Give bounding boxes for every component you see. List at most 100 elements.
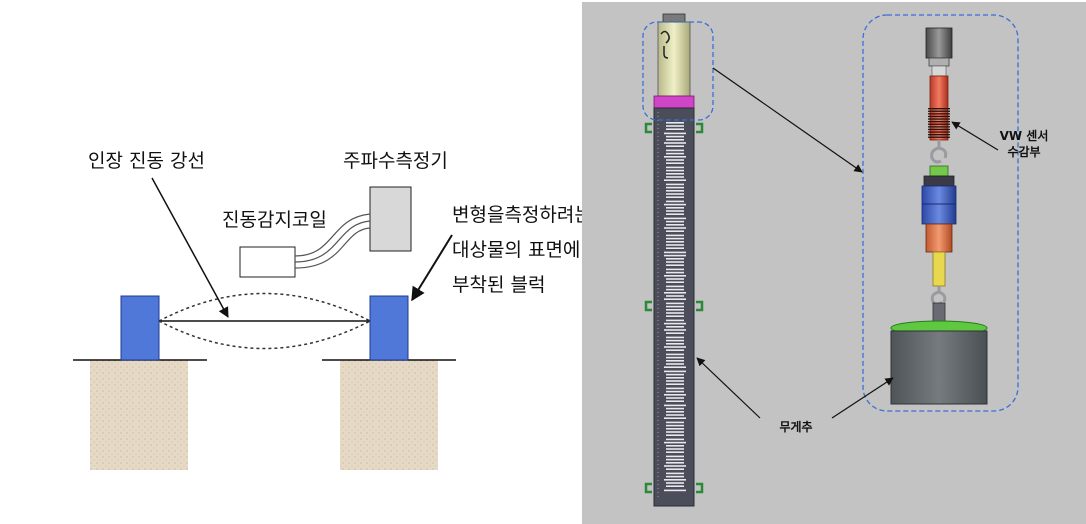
coil-stripe bbox=[664, 203, 686, 206]
coil-stripe bbox=[666, 360, 684, 362]
clip-top-right bbox=[696, 122, 704, 134]
coil-stripe bbox=[666, 278, 684, 280]
coil-stripe bbox=[666, 234, 684, 237]
coil-stripe bbox=[666, 173, 684, 175]
top-hook-icon bbox=[660, 30, 670, 59]
coil-stripe bbox=[666, 210, 684, 212]
coil-stripe bbox=[666, 162, 684, 164]
coil-stripe bbox=[666, 339, 684, 342]
wire-vibration-lower bbox=[158, 320, 371, 350]
coil-stripe bbox=[664, 298, 686, 300]
coil-stripe bbox=[666, 149, 684, 152]
weight-pointer-arrow-left bbox=[696, 357, 761, 419]
clip-mid-right bbox=[696, 300, 704, 312]
coil-stripe bbox=[666, 315, 684, 317]
connector-green bbox=[929, 165, 949, 177]
coil-stripe bbox=[666, 302, 684, 305]
coil-stripe bbox=[664, 254, 686, 257]
coil-stripe bbox=[666, 305, 684, 308]
coil-stripe bbox=[666, 407, 684, 410]
sensor-coil-band bbox=[928, 136, 950, 138]
coil-stripe bbox=[664, 292, 686, 294]
coil-stripe bbox=[664, 370, 686, 373]
block-label-line2: 대상물의 표면에 bbox=[452, 239, 580, 261]
sensor-coil-band bbox=[928, 113, 950, 115]
coil-stripe bbox=[666, 383, 684, 385]
coil-stripe bbox=[666, 176, 684, 178]
signal-cable-3 bbox=[294, 227, 371, 269]
coil-stripe bbox=[666, 224, 684, 226]
zoom-pointer-arrow bbox=[712, 67, 863, 173]
pickup-coil-box bbox=[239, 246, 296, 278]
weight-body bbox=[890, 330, 988, 405]
coil-stripe bbox=[666, 356, 684, 359]
sensor-coil-band bbox=[928, 121, 950, 123]
coil-stripe bbox=[666, 186, 684, 189]
block-pointer-arrow bbox=[411, 234, 453, 302]
rod-top-tube bbox=[657, 21, 691, 97]
coil-stripe bbox=[666, 326, 684, 328]
coil-stripe bbox=[666, 220, 684, 223]
coil-stripe bbox=[664, 417, 686, 419]
coil-stripe bbox=[666, 332, 684, 334]
clip-top-left bbox=[644, 122, 652, 134]
frequency-meter-box bbox=[369, 186, 412, 252]
coil-stripe bbox=[666, 285, 684, 288]
sensor-coil-band bbox=[928, 115, 950, 118]
block-label-line3: 부착된 블럭 bbox=[452, 274, 545, 296]
coil-stripe bbox=[666, 196, 684, 198]
coil-stripe bbox=[666, 241, 684, 243]
coil-stripe bbox=[666, 258, 684, 260]
coil-stripe bbox=[666, 152, 684, 155]
coil-stripe bbox=[666, 363, 684, 365]
sensor-coil-band bbox=[928, 110, 950, 112]
coil-stripe bbox=[664, 366, 686, 368]
top-callout-box bbox=[642, 21, 714, 121]
coil-stripe bbox=[666, 390, 684, 393]
rod-clips bbox=[644, 122, 704, 494]
wire-label: 인장 진동 강선 bbox=[88, 150, 205, 172]
weight-label: 무게추 bbox=[779, 419, 812, 434]
coil-stripe bbox=[666, 122, 684, 124]
clip-bottom-right bbox=[696, 482, 704, 494]
sensor-coil-band bbox=[928, 108, 950, 110]
coil-stripe bbox=[666, 135, 684, 138]
coil-stripe bbox=[666, 139, 684, 141]
coil-stripe bbox=[664, 217, 686, 220]
block-label-line1: 변형을측정하려는 bbox=[452, 204, 592, 226]
sensor-cap bbox=[925, 27, 953, 59]
sensor-pointer-arrow bbox=[951, 121, 999, 151]
detail-callout-box bbox=[862, 14, 1019, 412]
coil-stripe bbox=[666, 200, 684, 203]
sensor-coil-band bbox=[928, 126, 950, 128]
signal-cable-1 bbox=[294, 213, 371, 257]
sensor-coil-band bbox=[928, 118, 950, 120]
coil-stripe bbox=[666, 349, 684, 351]
connector-orange bbox=[925, 223, 953, 253]
coil-stripe bbox=[666, 380, 684, 382]
left-anchor-block bbox=[120, 295, 160, 361]
coil-stripe bbox=[666, 247, 684, 249]
right-diagram: VW 센서 수감부 무게추 bbox=[582, 2, 1086, 524]
coil-stripe bbox=[666, 281, 684, 283]
pickup-coil-label: 진동감지코일 bbox=[222, 209, 327, 231]
coil-stripe bbox=[666, 159, 684, 161]
frequency-meter-label: 주파수측정기 bbox=[343, 150, 448, 172]
coil-stripe bbox=[666, 434, 684, 436]
sensor-neck bbox=[931, 65, 947, 77]
connector-yellow bbox=[932, 251, 946, 287]
coil-stripe bbox=[666, 128, 684, 130]
coil-stripe bbox=[664, 227, 686, 229]
coil-stripe bbox=[664, 441, 686, 444]
coil-stripe bbox=[666, 271, 684, 274]
coil-stripe bbox=[664, 394, 686, 396]
connector-dark bbox=[923, 175, 955, 187]
coil-stripe bbox=[664, 132, 686, 135]
coil-stripe bbox=[666, 475, 684, 478]
coil-stripe bbox=[666, 312, 684, 314]
coil-stripe bbox=[664, 322, 686, 325]
coil-stripe bbox=[664, 465, 686, 467]
sensor-coil-band bbox=[928, 123, 950, 125]
vw-sensor-label-line2: 수감부 bbox=[1007, 144, 1040, 159]
